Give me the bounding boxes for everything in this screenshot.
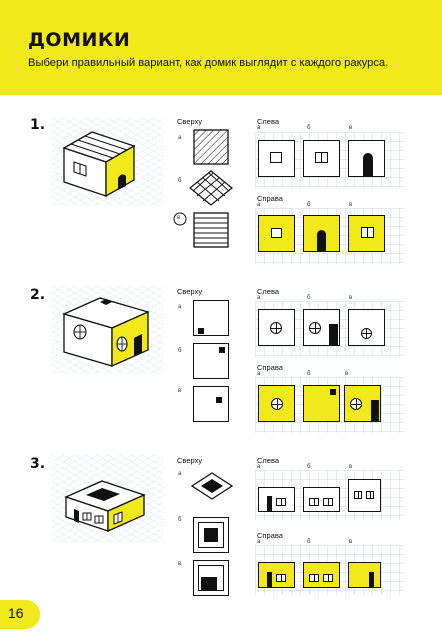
task-3-left-a-letter: а [257,464,261,470]
task-1-left-option-a[interactable] [258,140,295,177]
task-3-left-option-v[interactable] [348,479,381,512]
task-1-top-option-v-striped[interactable] [193,212,229,248]
task-3-number: 3. [30,456,46,472]
task-3-right-option-b[interactable] [303,562,340,588]
task-1-left-a-letter: а [257,125,261,131]
task-3-top-b-letter: б [178,517,182,523]
task-1-left-b-letter: б [307,125,311,131]
task-3-top-option-v[interactable] [193,560,229,596]
task-1-right-label: Справа [257,194,283,203]
task-3-left-b-letter: б [307,464,311,470]
task-3-isometric-house [52,455,164,543]
task-2-top-option-b[interactable] [193,343,229,379]
task-2-right-a-letter: а [257,371,261,377]
header-band [0,0,442,95]
task-2-top-label: Сверху [177,287,203,296]
task-1-top-option-a-hatched[interactable] [193,129,229,165]
page-subtitle: Выбери правильный вариант, как домик выг… [28,57,389,69]
page-title: ДОМИКИ [28,29,131,51]
task-1-left-option-v[interactable] [348,140,385,177]
task-2-left-option-b[interactable] [303,309,340,346]
task-2-right-option-b[interactable] [303,385,340,422]
task-1-top-label: Сверху [177,117,203,126]
task-3-left-label: Слева [257,456,280,465]
task-2-left-label: Слева [257,287,280,296]
task-1-top-option-a-letter: а [178,135,182,141]
task-3-right-v-letter: в [349,539,353,545]
task-3-right-option-a[interactable] [258,562,295,588]
task-2-right-option-a[interactable] [258,385,295,422]
task-3-right-a-letter: а [257,539,261,545]
task-3-top-v-letter: в [178,561,182,567]
task-3-right-label: Справа [257,531,283,540]
task-1-right-option-b[interactable] [303,215,340,252]
task-2-top-v-letter: в [178,388,182,394]
task-1-right-b-letter: б [307,202,311,208]
task-3-right-b-letter: б [307,539,311,545]
task-1-top-option-b-letter: б [178,178,182,184]
task-1-left-label: Слева [257,117,280,126]
task-1-left-v-letter: в [349,125,353,131]
task-2-left-a-letter: а [257,295,261,301]
task-2-isometric-house [52,286,164,374]
task-2-top-a-letter: а [178,304,182,310]
task-2-top-b-letter: б [178,348,182,354]
task-2-number: 2. [30,287,46,303]
task-1-number: 1. [30,117,46,133]
task-2-left-b-letter: б [307,295,311,301]
task-1-top-option-v-circle-mark[interactable] [173,212,187,226]
task-1-right-v-letter: в [349,202,353,208]
task-1-right-option-a[interactable] [258,215,295,252]
task-2-top-option-a[interactable] [193,300,229,336]
task-2-left-option-a[interactable] [258,309,295,346]
task-3-left-v-letter: в [349,464,353,470]
task-2-right-label: Справа [257,363,283,372]
page-number-badge [0,600,40,629]
task-3-left-option-a[interactable] [258,487,295,512]
task-1-right-a-letter: а [257,202,261,208]
task-3-left-option-b[interactable] [303,487,340,512]
task-3-top-option-a-diamond[interactable] [191,472,233,500]
task-2-left-v-letter: в [349,295,353,301]
task-3-top-option-b[interactable] [193,517,229,553]
task-1-isometric-house [52,118,164,206]
task-3-right-option-v[interactable] [348,562,381,588]
task-1-right-option-v[interactable] [348,215,385,252]
task-1-top-option-b-diamond[interactable] [189,170,233,206]
task-2-right-option-v[interactable] [344,385,381,422]
task-2-left-option-v[interactable] [348,309,385,346]
task-3-top-a-letter: а [178,471,182,477]
task-2-right-b-letter: б [307,371,311,377]
task-2-right-v-letter: в [345,371,349,377]
task-3-top-label: Сверху [177,456,203,465]
task-1-left-option-b[interactable] [303,140,340,177]
task-2-top-option-v[interactable] [193,386,229,422]
task-1-top-option-v-letter: в [177,215,181,221]
page-number: 16 [8,605,24,621]
